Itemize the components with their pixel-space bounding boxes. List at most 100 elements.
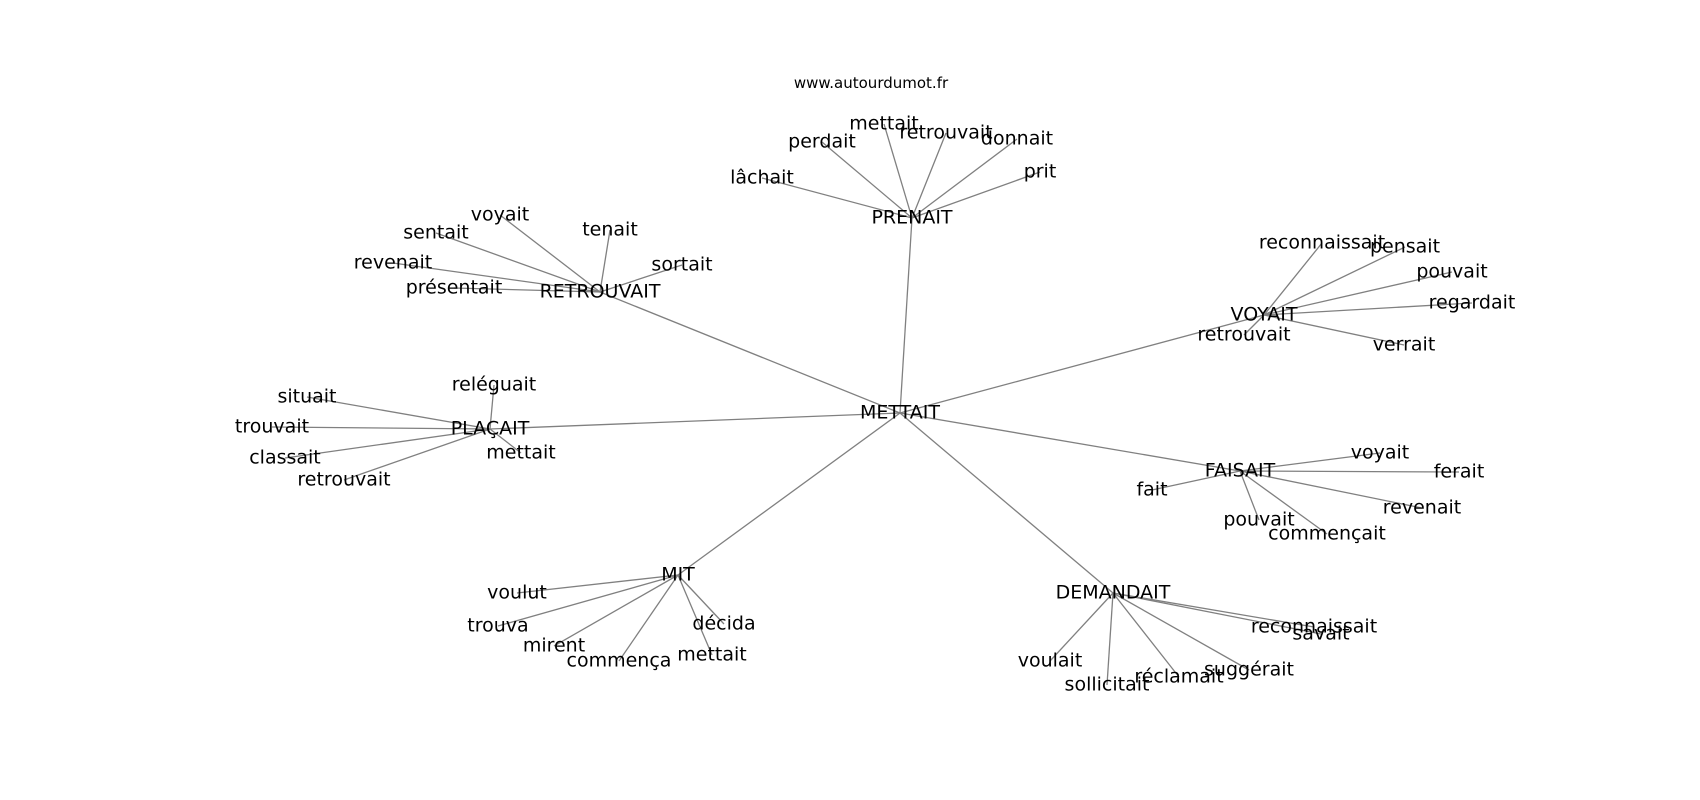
edge-hub-to-word xyxy=(489,384,495,430)
edge-hub-to-word xyxy=(1263,302,1473,316)
edge-hub-to-word xyxy=(1239,470,1460,473)
edge-hub-to-word xyxy=(599,229,611,293)
edge-center-to-hub xyxy=(599,291,901,414)
edge-hub-to-word xyxy=(618,574,679,662)
edge-hub-to-word xyxy=(1239,470,1423,509)
edge-hub-to-word xyxy=(911,132,947,219)
edge-hub-to-word xyxy=(677,574,713,656)
edge-hub-to-word xyxy=(1263,246,1406,316)
word-node-label: commençait xyxy=(1268,523,1386,545)
word-node-label: mettait xyxy=(849,113,918,135)
word-node-label: mirent xyxy=(523,635,585,657)
hub-node-label: FAISAIT xyxy=(1205,460,1276,482)
edge-center-to-hub xyxy=(899,412,1241,472)
word-node-label: mettait xyxy=(486,442,555,464)
word-node-label: regardait xyxy=(1429,292,1516,314)
edge-hub-to-word xyxy=(821,141,913,219)
word-node-label: sortait xyxy=(651,254,712,276)
edge-center-to-hub xyxy=(899,412,1114,594)
edge-hub-to-word xyxy=(883,123,913,219)
word-node-label: retrouvait xyxy=(297,469,390,491)
edge-hub-to-word xyxy=(1151,470,1241,491)
edge-hub-to-word xyxy=(1112,592,1180,678)
edge-hub-to-word xyxy=(516,574,679,594)
center-node-label: METTAIT xyxy=(860,402,940,424)
hub-node-label: PLAÇAIT xyxy=(451,418,530,440)
word-node-label: présentait xyxy=(406,277,503,299)
edge-hub-to-word xyxy=(284,428,491,459)
source-label: www.autourdumot.fr xyxy=(794,74,949,92)
word-node-label: pensait xyxy=(1370,236,1440,258)
word-node-label: voulut xyxy=(487,582,547,604)
edge-hub-to-word xyxy=(1112,592,1322,635)
word-node-label: mettait xyxy=(677,644,746,666)
edge-hub-to-word xyxy=(453,287,601,293)
hub-node-label: VOYAIT xyxy=(1231,304,1298,326)
word-node-label: commença xyxy=(567,650,672,672)
edge-hub-to-word xyxy=(911,138,1018,219)
word-node-label: reléguait xyxy=(452,374,537,396)
word-node-label: situait xyxy=(277,386,336,408)
edge-hub-to-word xyxy=(435,232,601,293)
word-node-label: lâchait xyxy=(730,167,794,189)
edge-hub-to-word xyxy=(1049,592,1114,662)
edge-center-to-hub xyxy=(489,412,901,430)
word-node-label: donnait xyxy=(981,128,1053,150)
word-node-label: savait xyxy=(1292,623,1349,645)
edge-center-to-hub xyxy=(899,314,1265,414)
word-node-label: réclamait xyxy=(1134,666,1223,688)
edge-hub-to-word xyxy=(1239,470,1260,521)
word-node-label: retrouvait xyxy=(1197,324,1290,346)
word-node-label: reconnaissait xyxy=(1251,616,1377,638)
edge-hub-to-word xyxy=(1112,592,1250,671)
edge-hub-to-word xyxy=(911,171,1041,219)
graph-edges xyxy=(271,123,1473,686)
word-node-label: tenait xyxy=(582,219,638,241)
word-node-label: perdait xyxy=(788,131,856,153)
hub-node-label: RETROUVAIT xyxy=(540,281,661,303)
word-node-label: classait xyxy=(249,447,321,469)
word-node-label: prit xyxy=(1024,161,1057,183)
edge-hub-to-word xyxy=(306,396,491,430)
hub-node-label: PRENAIT xyxy=(871,207,952,229)
word-node-label: suggérait xyxy=(1204,659,1294,681)
graph-labels: www.autourdumot.fr METTAIT PRENAIT lâchait… xyxy=(235,74,1515,696)
word-node-label: revenait xyxy=(1383,497,1461,519)
edge-hub-to-word xyxy=(599,264,683,293)
edge-center-to-hub xyxy=(899,217,913,414)
edge-hub-to-word xyxy=(1112,592,1315,628)
edge-hub-to-word xyxy=(1263,242,1323,316)
edge-hub-to-word xyxy=(489,428,522,454)
word-node-label: sollicitait xyxy=(1065,674,1150,696)
word-node-label: ferait xyxy=(1434,461,1485,483)
word-node-label: pouvait xyxy=(1223,509,1294,531)
word-node-label: sentait xyxy=(403,222,468,244)
edge-hub-to-word xyxy=(1243,314,1265,336)
edge-hub-to-word xyxy=(553,574,679,647)
edge-hub-to-word xyxy=(392,262,601,293)
word-node-label: voulait xyxy=(1018,650,1083,672)
edge-hub-to-word xyxy=(761,177,913,219)
word-node-label: voyait xyxy=(1351,442,1409,464)
edge-center-to-hub xyxy=(677,412,901,576)
word-node-label: voyait xyxy=(471,204,529,226)
word-node-label: retrouvait xyxy=(899,122,992,144)
word-node-label: reconnaissait xyxy=(1259,232,1385,254)
hub-node-label: MIT xyxy=(661,564,695,586)
word-node-label: verrait xyxy=(1373,334,1436,356)
word-node-label: trouva xyxy=(467,615,528,637)
edge-hub-to-word xyxy=(1263,314,1405,346)
hub-node-label: DEMANDAIT xyxy=(1056,582,1171,604)
edge-hub-to-word xyxy=(1239,470,1328,535)
edge-hub-to-word xyxy=(343,428,491,481)
edge-hub-to-word xyxy=(499,214,601,293)
edge-hub-to-word xyxy=(271,426,491,430)
word-node-label: décida xyxy=(692,613,755,635)
word-node-label: trouvait xyxy=(235,416,309,438)
edge-hub-to-word xyxy=(497,574,679,627)
edge-hub-to-word xyxy=(1239,452,1381,472)
word-node-label: revenait xyxy=(354,252,432,274)
edge-hub-to-word xyxy=(1263,271,1453,316)
word-node-label: fait xyxy=(1136,479,1167,501)
